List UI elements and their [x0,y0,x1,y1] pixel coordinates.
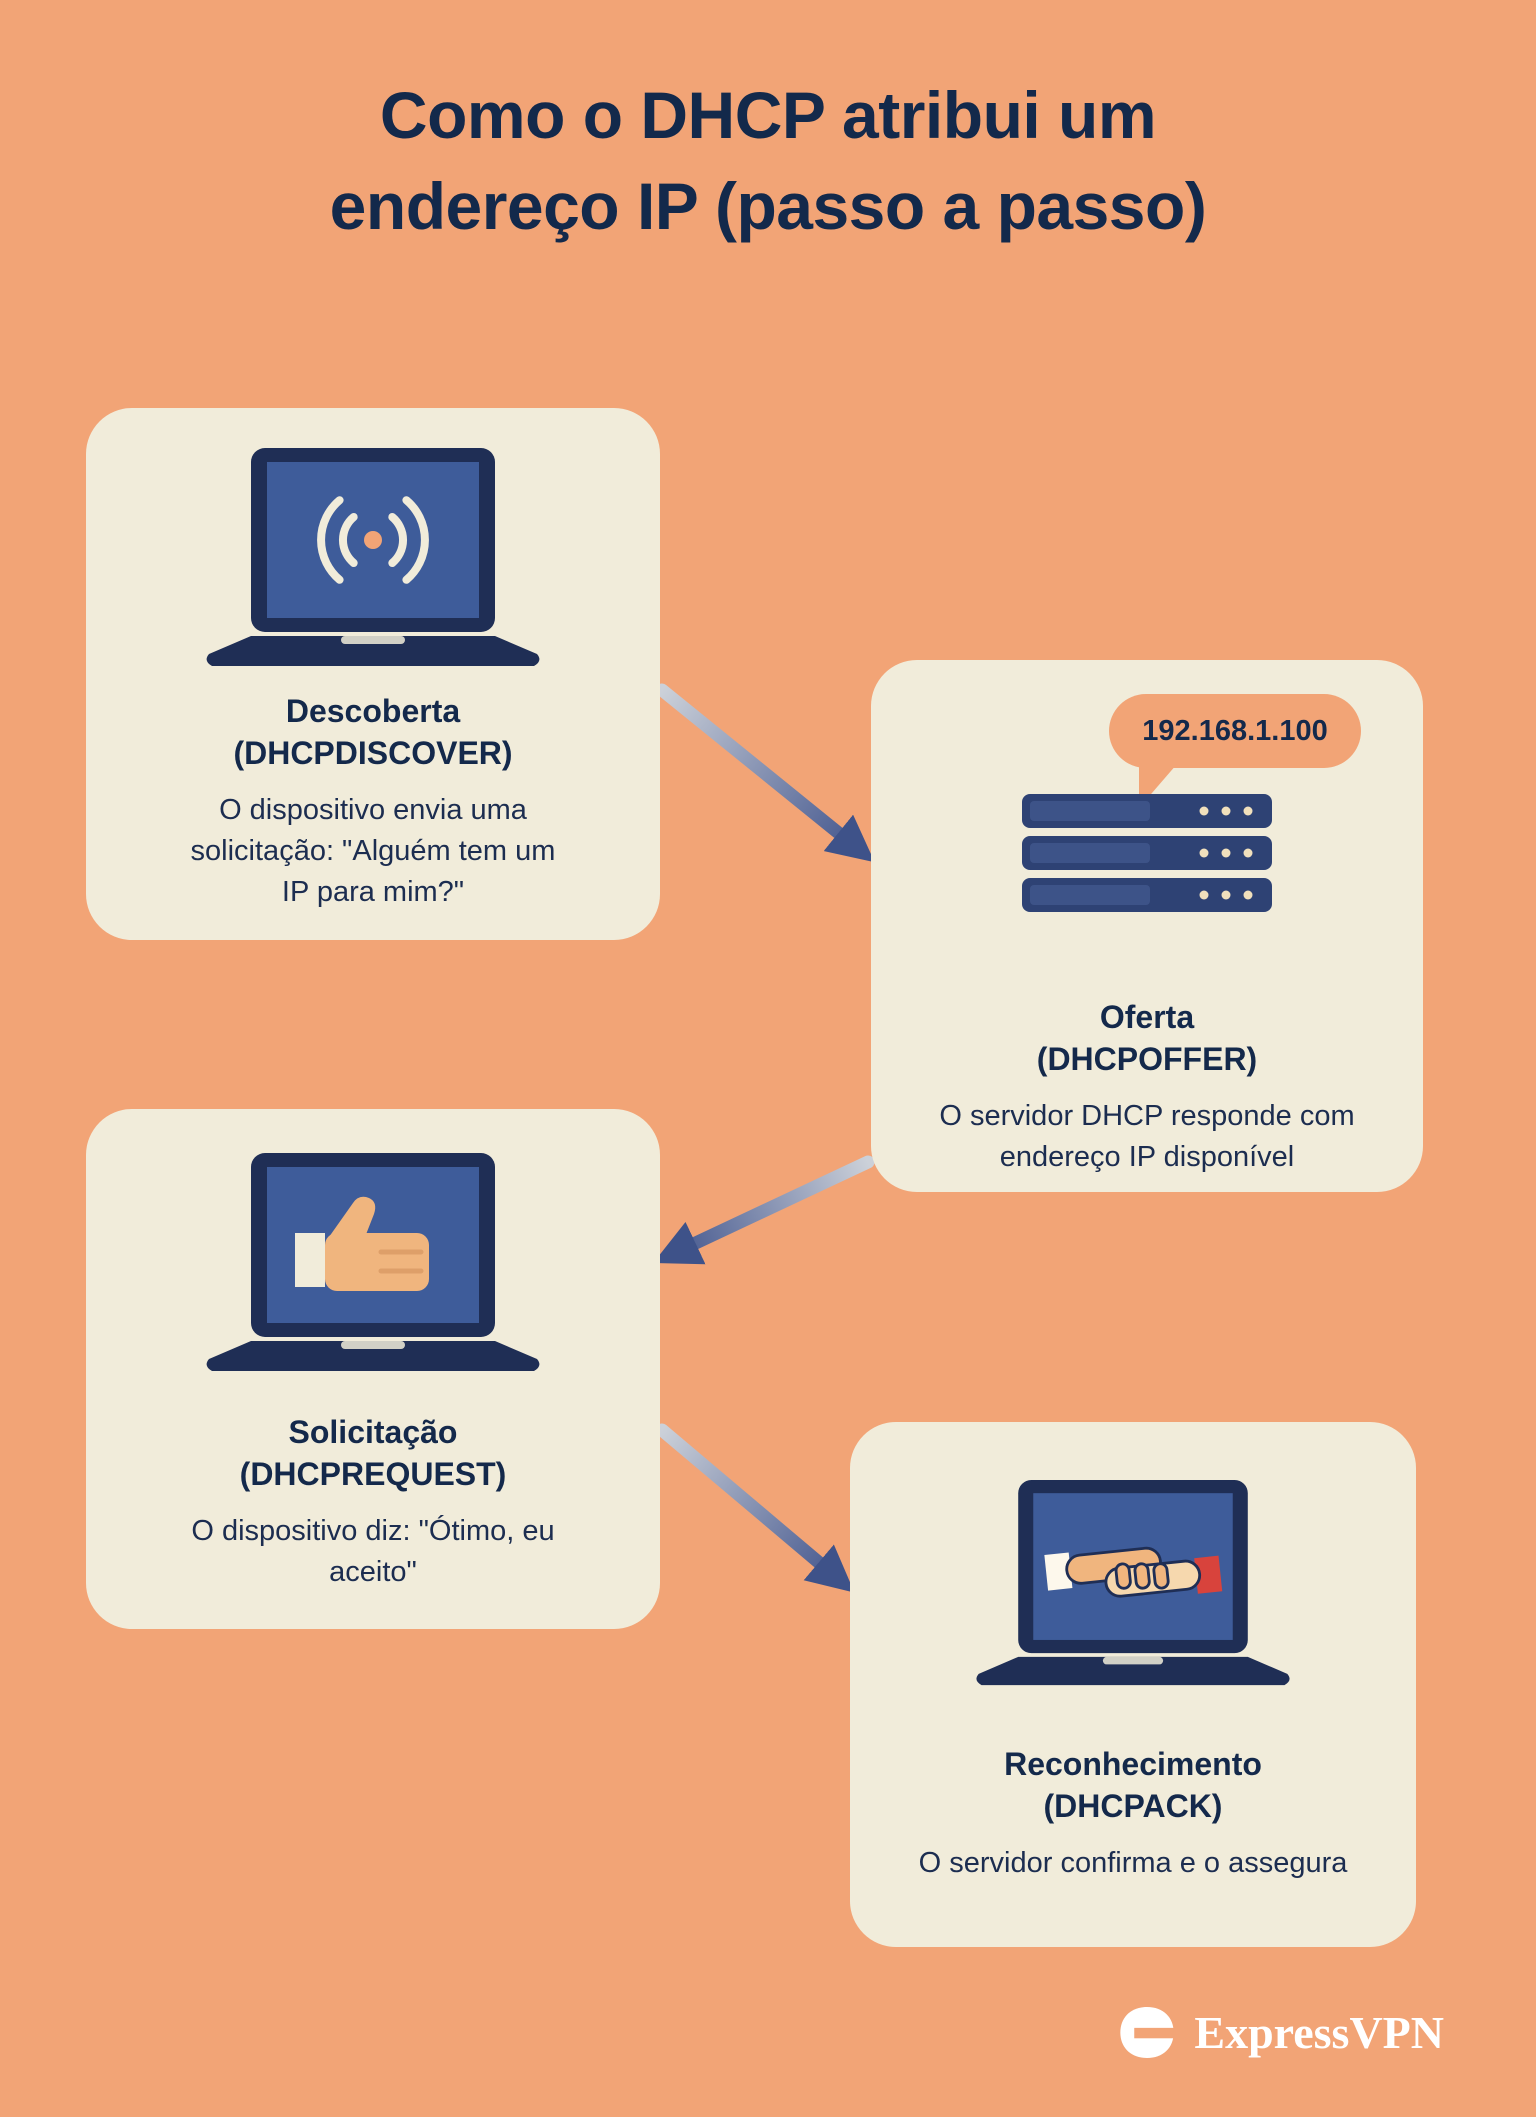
wifi-signal-dot [364,531,382,549]
thumbs-up-icon [295,1196,429,1291]
step-heading-discover: Descoberta (DHCPDISCOVER) [233,690,512,774]
page-title: Como o DHCP atribui um endereço IP (pass… [0,70,1536,252]
page-title-line2: endereço IP (passo a passo) [329,169,1207,244]
laptop-broadcast-icon [206,448,540,666]
laptop-base-notch [341,1341,405,1349]
step-protocol: (DHCPREQUEST) [239,1456,507,1493]
step-name: Reconhecimento [1004,1746,1262,1782]
laptop-thumbs-up-icon [206,1153,540,1371]
step-protocol: (DHCPDISCOVER) [233,735,513,772]
step-name: Descoberta [285,693,461,729]
expressvpn-logo-icon [1120,2007,1177,2058]
laptop-base [206,1341,540,1371]
step-card-discover: Descoberta (DHCPDISCOVER) O dispositivo … [86,408,660,940]
laptop-base-notch [1102,1656,1164,1665]
step-description-request: O dispositivo diz: "Ótimo, eu aceito" [191,1515,555,1589]
arrow-request-to-ack-icon [655,1423,855,1593]
step-card-request: Solicitação (DHCPREQUEST) O dispositivo … [86,1109,660,1629]
wifi-signal-icon [317,496,429,584]
step-name: Oferta [1099,999,1195,1035]
handshake-icon [1044,1546,1223,1598]
arrow-discover-to-offer-icon [655,683,875,863]
laptop-base [206,636,540,666]
step-heading-request: Solicitação (DHCPREQUEST) [240,1411,507,1495]
step-protocol: (DHCPOFFER) [1036,1041,1258,1078]
step-heading-offer: Oferta (DHCPOFFER) [1037,996,1257,1080]
page-title-line1: Como o DHCP atribui um [379,78,1157,152]
step-card-ack: Reconhecimento (DHCPACK) O servidor conf… [850,1422,1416,1947]
laptop-base [976,1656,1290,1686]
brand-wordmark: ExpressVPN [1194,2007,1444,2058]
brand-footer: ExpressVPN [1118,2006,1444,2059]
laptop-base-notch [341,636,405,644]
arrow-offer-to-request-icon [653,1155,875,1265]
step-card-offer: 192.168.1.100 Oferta (DHCPOFFER) [871,660,1423,1192]
laptop-handshake-icon [976,1480,1290,1686]
step-protocol: (DHCPACK) [1043,1788,1223,1825]
step-description-discover: O dispositivo envia uma solicitação: "Al… [190,794,556,908]
step-name: Solicitação [288,1414,458,1450]
server-rack [1022,794,1272,912]
step-description-offer: O servidor DHCP responde com endereço IP… [939,1100,1355,1174]
step-heading-ack: Reconhecimento (DHCPACK) [1004,1743,1262,1827]
step-description-ack: O servidor confirma e o assegura [918,1847,1348,1880]
ip-address-bubble: 192.168.1.100 [1109,694,1361,768]
dhcp-server-icon [1022,794,1272,912]
